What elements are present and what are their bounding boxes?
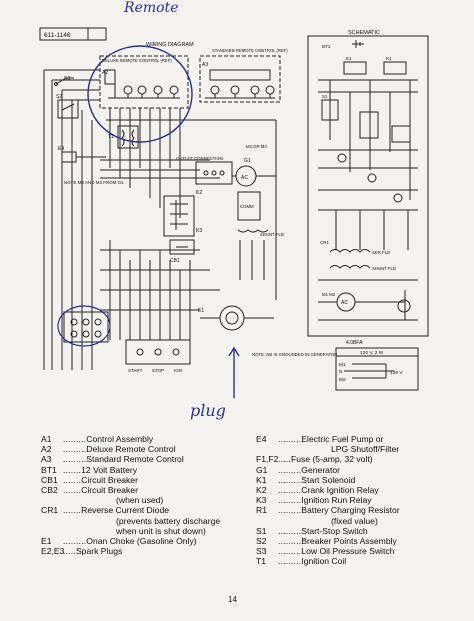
start-stop-ign-switch <box>125 339 191 365</box>
sch-series-fld: SER FLD <box>372 250 390 255</box>
label-m2m3: M2 OR M3 <box>246 144 267 149</box>
doc-code-box <box>39 27 107 41</box>
deluxe-label: DELUXE REMOTE CONTROL (REF) <box>102 58 172 63</box>
handwritten-remote: Remote <box>123 0 178 16</box>
standard-label: STANDARD REMOTE CONTROL (REF) <box>212 48 288 53</box>
page-number: 14 <box>228 595 237 604</box>
label-a3: A3 <box>202 62 208 68</box>
legend-row: S3.........Low Oil Pressure Switch <box>256 546 395 557</box>
legend-right: E4.........Electric Fuel Pump or LPG Shu… <box>256 434 466 567</box>
legend-row: S1.........Start-Stop Switch <box>256 525 368 536</box>
sch-e1: E1 <box>346 56 352 61</box>
legend-row: S2.........Breaker Points Assembly <box>256 536 397 547</box>
sch-code: 4.0BFA <box>346 340 363 346</box>
wiring-diagram-drawing: 611-1146 Remote WIRING DIAGRAM DELUXE RE… <box>39 0 429 420</box>
legend-row: when unit is shut down) <box>116 525 206 536</box>
label-ac: AC <box>241 175 248 181</box>
legend-row: A1.........Control Assembly <box>41 434 154 444</box>
label-start: START <box>128 368 143 373</box>
box-n: N <box>339 369 343 375</box>
legend-row: E4.........Electric Fuel Pump or <box>256 434 384 444</box>
deluxe-remote-box <box>99 55 189 109</box>
label-cb1: CB1 <box>170 258 180 264</box>
label-shunt: SHUNT FLD <box>260 232 284 237</box>
relay-k2-k3 <box>163 195 195 237</box>
label-e4: E4 <box>58 146 64 152</box>
label-ign: IGN <box>174 368 182 373</box>
note-m2m3: NOTE M2 AND M3 FROM G1 <box>64 180 124 185</box>
label-comm: COMM <box>240 204 254 209</box>
schematic-frame <box>307 35 429 337</box>
legend-row: K3.........Ignition Run Relay <box>256 495 372 506</box>
wiring-title: WIRING DIAGRAM <box>146 42 194 48</box>
sch-m1m2: M1 M2 <box>322 292 336 297</box>
schematic-title: SCHEMATIC <box>348 30 380 36</box>
legend-row: (when used) <box>116 495 164 506</box>
box-120v: 120 V <box>390 370 403 376</box>
label-t1: T1 <box>108 134 114 140</box>
sch-s1: S1 <box>322 94 328 99</box>
outlet-connection <box>195 161 233 185</box>
voltage-box <box>335 347 419 391</box>
label-g1: G1 <box>244 158 251 164</box>
legend-row: (fixed value) <box>331 515 378 526</box>
legend-row: A2.........Deluxe Remote Control <box>41 444 176 455</box>
legend-row: E1.........Onan Choke (Gasoline Only) <box>41 536 197 547</box>
commutator <box>237 191 261 221</box>
legend-row: E2,E3.....Spark Plugs <box>41 546 123 557</box>
legend-row: CB2.......Circuit Breaker <box>41 485 138 496</box>
bottom-note: NOTE: M2 IS GROUNDED IN GENERATOR <box>252 352 337 357</box>
standard-remote-box <box>199 55 281 103</box>
ignition-coil-t1 <box>117 125 139 149</box>
sch-ac: AC <box>341 300 348 306</box>
handwritten-circle <box>87 45 193 143</box>
handwritten-plug: plug <box>190 401 226 420</box>
label-stop: STOP <box>152 368 164 373</box>
box-m2: M2 <box>339 377 346 383</box>
label-k2: K2 <box>196 190 202 196</box>
sch-shunt-fld: SHUNT FLD <box>372 266 396 271</box>
legend-row: K2.........Crank Ignition Relay <box>256 485 379 496</box>
legend-left: A1.........Control Assembly A2.........D… <box>41 434 251 556</box>
legend-row: (prevents battery discharge <box>116 515 221 526</box>
label-s3: S3 <box>64 76 70 82</box>
sch-k1: K1 <box>386 56 392 61</box>
label-s2: S2 <box>56 94 62 100</box>
doc-code: 611-1146 <box>44 32 71 39</box>
legend-row: R1.........Battery Charging Resistor <box>256 505 400 516</box>
legend-row: T1.........Ignition Coil <box>256 556 347 567</box>
legend-row: CB1.......Circuit Breaker <box>41 474 138 485</box>
legend-row: BT1.......12 Volt Battery <box>41 464 138 475</box>
legend-row: LPG Shutoff/Filter <box>331 444 400 455</box>
legend-row: G1.........Generator <box>256 464 340 475</box>
legend-row: F1,F2.....Fuse (5-amp, 32 volt) <box>256 454 373 465</box>
legend-row: A3.........Standard Remote Control <box>41 454 184 465</box>
terminal-board <box>63 311 109 343</box>
label-e1: E1 <box>198 308 204 314</box>
sch-cr1: CR1 <box>320 240 329 245</box>
sch-bt1: BT1 <box>322 44 331 49</box>
legend-row: CR1.......Reverse Current Diode <box>41 505 170 516</box>
label-k3: K3 <box>196 228 202 234</box>
breaker-points <box>219 305 245 331</box>
label-a2: A2 <box>102 70 108 76</box>
outlet-label: OUTLET CONNECTION <box>176 156 223 161</box>
box-m1: M1 <box>339 362 346 368</box>
box-title: 120 V, 2 W <box>360 350 384 356</box>
legend-row: K1.........Start Solenoid <box>256 474 356 485</box>
